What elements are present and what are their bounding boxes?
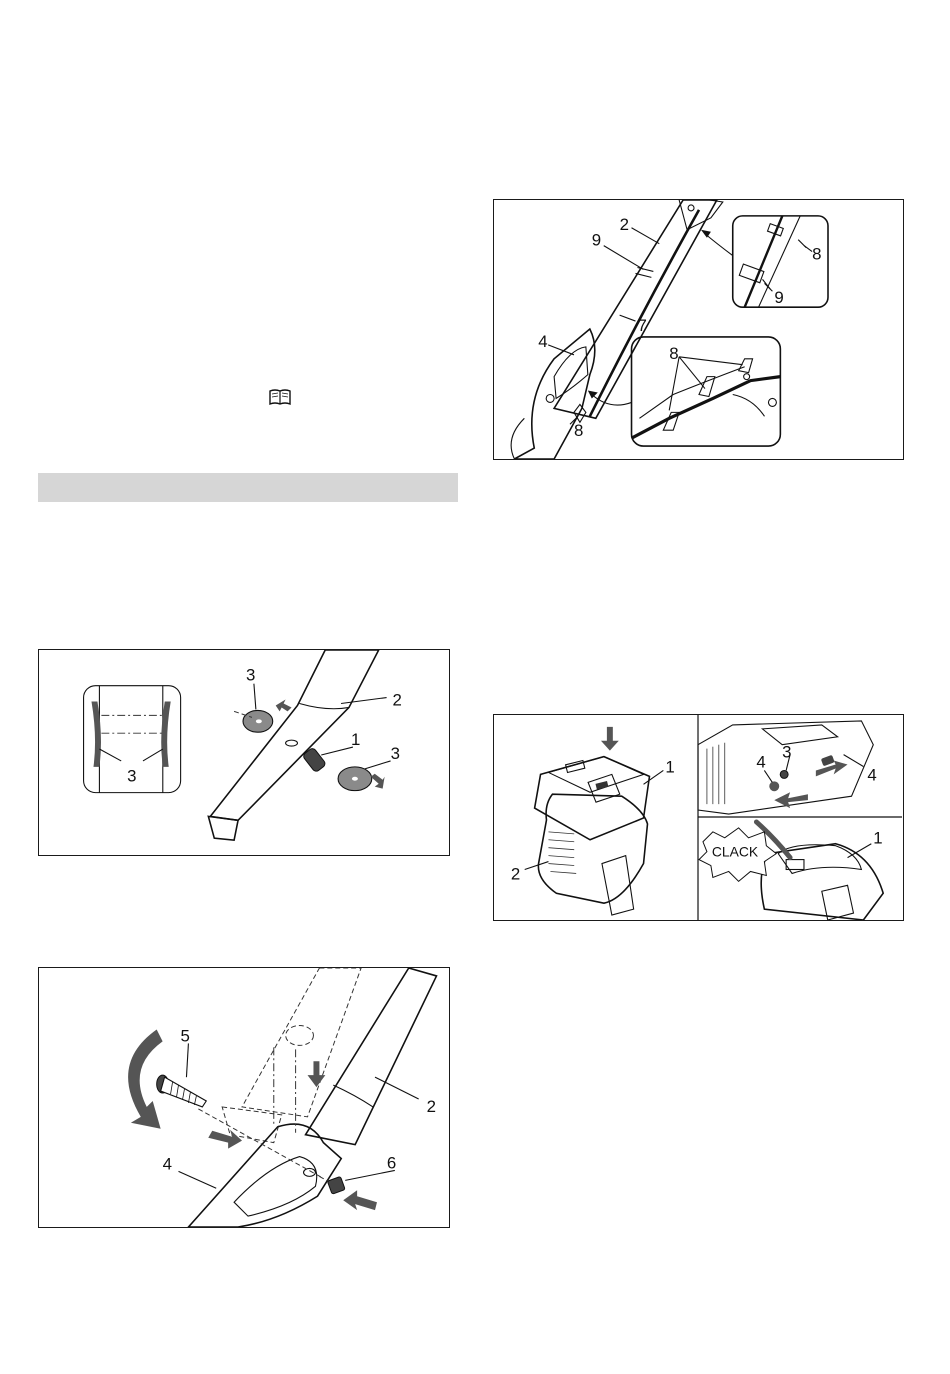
figure-grass-catcher: 1 2 4 3 4 CLACK 1: [493, 714, 904, 921]
lid-handle: [588, 774, 620, 802]
label-pin: 3: [782, 743, 791, 762]
label-box: 2: [511, 864, 520, 883]
arrow-bolt-insert: [208, 1130, 242, 1149]
ghost-tube-outline: [242, 968, 361, 1117]
bolt-shaft: [161, 1077, 207, 1107]
label-sleeve: 1: [351, 730, 360, 749]
lock-nut: [327, 1176, 345, 1194]
label-lid: 1: [665, 757, 674, 776]
handle-top-knob: [679, 200, 723, 230]
arrow-pin-left: [774, 792, 808, 808]
tube-end-cap: [208, 816, 238, 840]
grass-catcher-box: [538, 794, 647, 903]
label-retainer-left: 4: [756, 752, 765, 771]
label-cable: 7: [637, 316, 646, 335]
handle-tube: [306, 968, 437, 1145]
label-bracket: 4: [163, 1154, 172, 1173]
label-handle-tube: 2: [620, 215, 629, 234]
label-washer-right: 3: [391, 744, 400, 763]
label-detail-clips: 8: [669, 344, 678, 363]
arrow-washer-left: [276, 700, 292, 712]
arrow-press-down: [601, 727, 619, 751]
label-handle-tube: 2: [427, 1097, 436, 1116]
retainer-left: [769, 781, 779, 791]
figure-cable-clips: 2 9 7 4 8 8 9 8: [493, 199, 904, 460]
label-clip-upper: 9: [592, 231, 601, 250]
arrow-washer-right: [371, 774, 385, 789]
label-washer-inset: 3: [127, 767, 136, 786]
figure-handle-bolt: 5 2 4 6: [38, 967, 450, 1228]
figure-washers-illustration: 3 3 2 1 3: [39, 650, 449, 855]
label-handle-tube: 2: [393, 690, 402, 709]
figure-grass-catcher-illustration: 1 2 4 3 4 CLACK 1: [494, 715, 903, 920]
label-detail-clip-9: 9: [774, 288, 783, 307]
clack-text: CLACK: [712, 844, 759, 860]
label-nut: 6: [387, 1153, 396, 1172]
tube-hole: [286, 740, 298, 746]
arrow-nut-insert: [343, 1190, 377, 1210]
clip-detail-lower: [632, 337, 781, 446]
book-icon: [268, 388, 292, 406]
label-lid-closed: 1: [873, 829, 882, 848]
label-detail-clip-8: 8: [812, 245, 821, 264]
handle-upper-tube: [554, 200, 717, 418]
label-bolt: 5: [180, 1026, 189, 1045]
section-heading-bar: [38, 473, 458, 502]
pin-right: [821, 755, 835, 767]
label-retainer-right: 4: [867, 765, 876, 784]
pin-left: [780, 770, 788, 778]
figure-cable-clips-illustration: 2 9 7 4 8 8 9 8: [494, 200, 903, 459]
power-cable: [590, 210, 699, 416]
figure-handle-bolt-illustration: 5 2 4 6: [39, 968, 449, 1227]
label-clip-lower: 8: [574, 421, 583, 440]
label-washer-left: 3: [246, 666, 255, 685]
figure-washers: 3 3 2 1 3: [38, 649, 450, 856]
label-lower-mount: 4: [538, 332, 547, 351]
